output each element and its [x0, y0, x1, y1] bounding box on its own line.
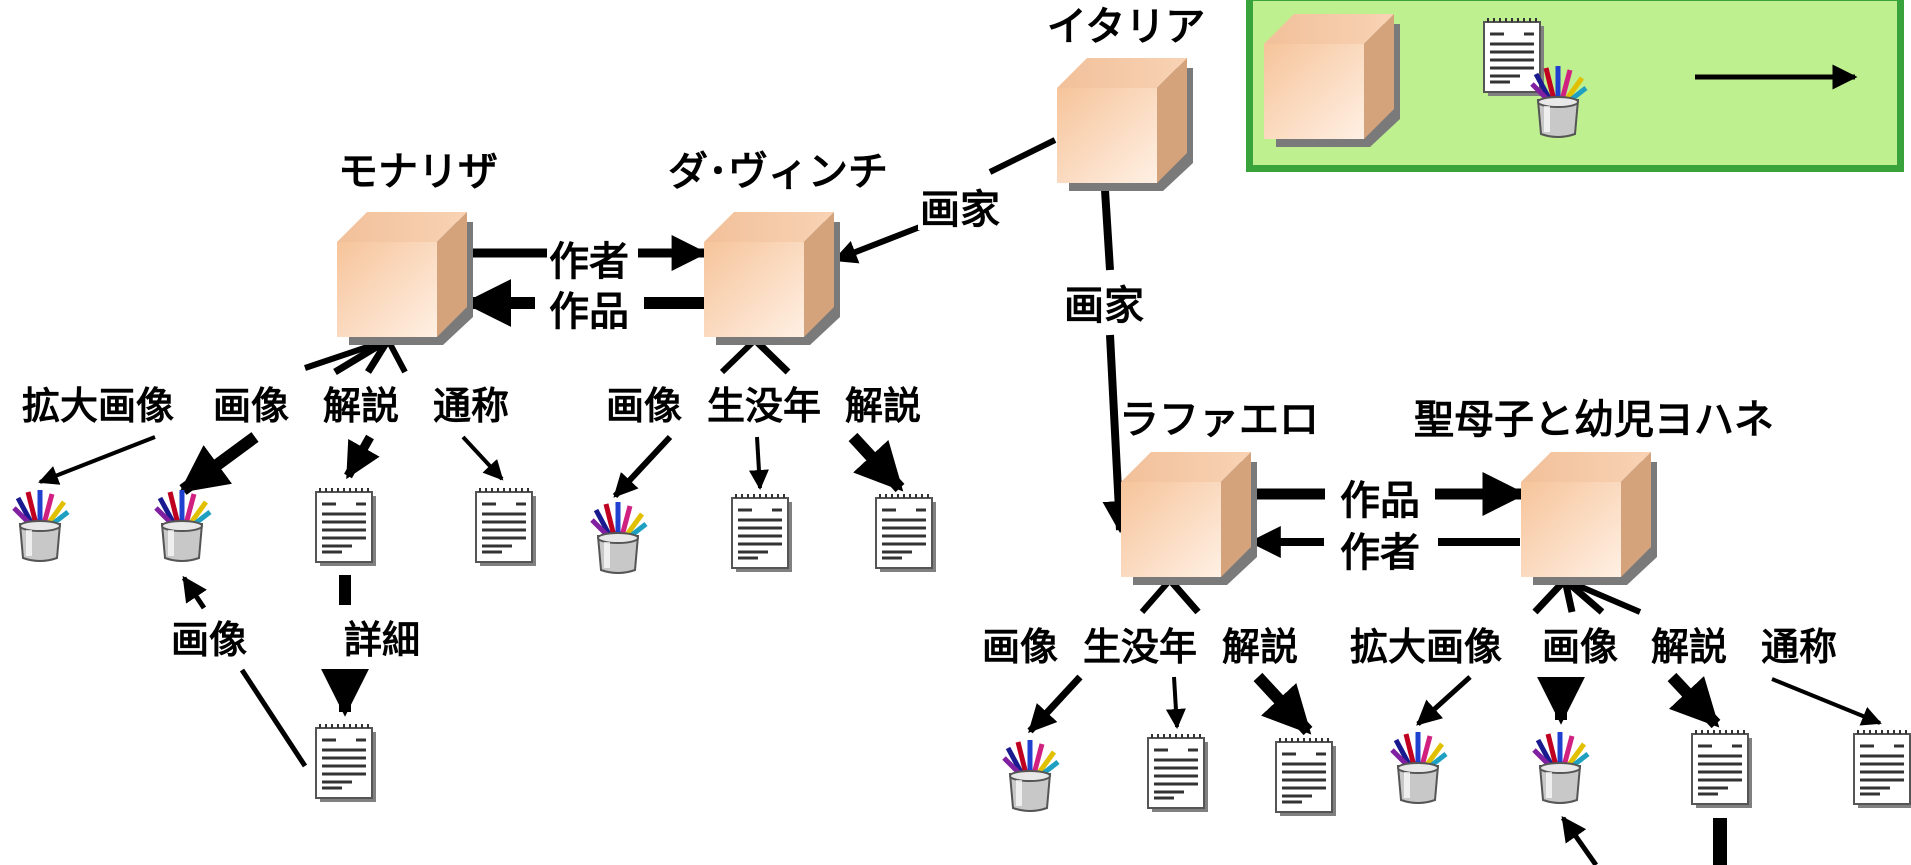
- edge-stub: [365, 338, 391, 374]
- property-label-enlarged-image: 拡大画像: [1349, 625, 1503, 669]
- edge-property-arrow: [848, 432, 905, 493]
- document-icon: [314, 486, 378, 568]
- cube-icon: [1057, 58, 1193, 191]
- edge-label-author: 作者: [1338, 530, 1422, 576]
- edge-stub: [1532, 577, 1568, 615]
- pencil-cup-icon: [1534, 732, 1588, 803]
- edge-label-painter: 画家: [918, 187, 1002, 233]
- edge-property-arrow: [1027, 674, 1083, 734]
- edge-stub: [333, 337, 390, 375]
- pencil-cup-icon: [1392, 732, 1446, 803]
- edge-stub: [1167, 577, 1201, 615]
- edge-stub: [1563, 577, 1642, 615]
- property-label-common-name: 通称: [1760, 625, 1838, 669]
- property-label-image: 画像: [212, 384, 290, 428]
- node-label-italy: イタリア: [1046, 4, 1206, 50]
- edge-property-arrow: [612, 434, 673, 499]
- edge-property-arrow: [179, 432, 259, 495]
- edge-image-arrow: [1560, 815, 1599, 865]
- document-icon: [314, 722, 378, 804]
- node-label-da-vinci: ダ･ヴィンチ: [668, 149, 888, 195]
- property-label-commentary: 解説: [322, 384, 400, 428]
- document-icon: [474, 486, 538, 568]
- property-label-commentary: 解説: [844, 384, 922, 428]
- property-label-image: 画像: [981, 625, 1059, 669]
- edge-painter-arrow: [832, 222, 927, 264]
- edge-painter-arrow: [1102, 334, 1135, 534]
- property-label-life-years: 生没年: [1082, 625, 1198, 669]
- cube-icon: [337, 212, 473, 345]
- edge-painter-arrow: [988, 137, 1057, 175]
- edge-label-work: 作品: [547, 289, 631, 335]
- pencil-cup-icon: [1532, 66, 1586, 137]
- edge-property-arrow: [1253, 672, 1313, 736]
- document-icon: [1690, 728, 1754, 810]
- edge-property-arrow: [1771, 677, 1882, 726]
- edge-stub: [385, 338, 408, 374]
- property-label-enlarged-image: 拡大画像: [21, 384, 175, 428]
- edge-property-arrow: [344, 434, 380, 480]
- edge-property-arrow: [461, 435, 504, 481]
- node-label-raphael: ラファエロ: [1119, 397, 1319, 443]
- pencil-cup-icon: [156, 490, 210, 561]
- cube-icon: [1121, 452, 1257, 585]
- edge-image-arrow: [239, 668, 308, 768]
- property-label-image: 画像: [605, 384, 683, 428]
- node-label-mona-lisa: モナリザ: [338, 149, 498, 195]
- cube-icon: [1521, 452, 1657, 585]
- node-label-madonna: 聖母子と幼児ヨハネ: [1414, 397, 1774, 443]
- cube-icon: [1264, 14, 1400, 147]
- pencil-cup-icon: [1004, 740, 1058, 811]
- edge-painter-arrow: [1101, 189, 1114, 271]
- property-label-common-name: 通称: [432, 384, 510, 428]
- edge-property-arrow: [1667, 672, 1721, 729]
- edge-stub: [719, 337, 758, 375]
- property-label-life-years: 生没年: [706, 384, 822, 428]
- edge-property-arrow: [1416, 675, 1472, 726]
- property-label-image: 画像: [1541, 625, 1619, 669]
- edge-label-painter: 画家: [1062, 283, 1146, 329]
- property-label-commentary: 解説: [1650, 625, 1728, 669]
- edge-property-arrow: [748, 436, 769, 490]
- document-icon: [1852, 728, 1911, 810]
- edge-label-author: 作者: [547, 239, 631, 285]
- edge-image-arrow: [181, 575, 207, 610]
- edge-label-work: 作品: [1338, 478, 1422, 524]
- property-label-detail: 詳細: [343, 618, 421, 662]
- property-label-image: 画像: [170, 618, 248, 662]
- edge-stub: [752, 337, 791, 375]
- edge-stub: [1139, 578, 1173, 614]
- property-label-commentary: 解説: [1221, 625, 1299, 669]
- pencil-cup-icon: [14, 490, 68, 561]
- pencil-cup-icon: [592, 502, 646, 573]
- document-icon: [874, 492, 938, 574]
- edge-property-arrow: [1165, 676, 1186, 729]
- edge-property-arrow: [38, 435, 156, 485]
- document-icon: [730, 492, 794, 574]
- document-icon: [1274, 736, 1338, 818]
- cube-icon: [704, 212, 840, 345]
- document-icon: [1146, 732, 1210, 814]
